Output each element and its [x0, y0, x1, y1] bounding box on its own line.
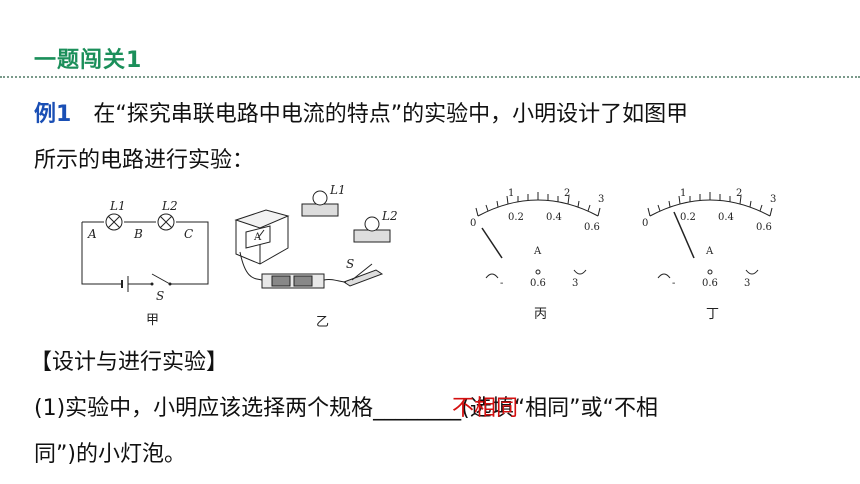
answer-blank: ________ [373, 396, 462, 421]
figure-ding: 0 0.2 0.4 0.6 1 2 3 A - 0.6 3 丁 [636, 186, 786, 332]
switch-base [342, 269, 384, 287]
figure-caption: 丙 [534, 307, 547, 322]
ammeter-needle [481, 227, 503, 259]
svg-text:0.6: 0.6 [584, 222, 600, 233]
point-b-label: B [133, 227, 143, 241]
ammeter-unit: A [253, 232, 262, 243]
header-divider [0, 76, 860, 78]
lamp-2-base [353, 229, 391, 243]
lamp-l1-label: L1 [109, 199, 126, 213]
terminal-3: 3 [572, 278, 578, 289]
answer-text: 不相同 [452, 396, 519, 421]
point-c-label: C [184, 227, 193, 241]
part-1-prefix: (1)实验中，小明应该选择两个规格 [34, 396, 374, 421]
figure-yi: A L1 L2 S 乙 [226, 182, 412, 332]
svg-text:0.2: 0.2 [508, 212, 524, 223]
figure-bing: 0 0.2 0.4 0.6 1 2 3 A - 0.6 3 丙 [464, 186, 614, 332]
svg-text:0: 0 [642, 218, 648, 229]
svg-text:1: 1 [680, 188, 686, 199]
figure-caption: 丁 [706, 307, 719, 322]
lamp-l1-label: L1 [329, 183, 346, 197]
terminal-0-6: 0.6 [702, 278, 718, 289]
svg-text:0.2: 0.2 [680, 212, 696, 223]
question-line-2: 所示的电路进行实验： [34, 148, 255, 173]
terminal-3: 3 [744, 278, 750, 289]
point-a-label: A [87, 227, 97, 241]
ammeter-unit-label: A [705, 246, 714, 257]
switch-label: S [346, 257, 354, 271]
switch-label: S [156, 289, 164, 303]
battery-holder [261, 273, 325, 289]
terminal-negative: - [672, 278, 675, 289]
lamp-l2-label: L2 [161, 199, 178, 213]
header-title: 一题闯关1 [34, 48, 143, 73]
svg-text:0: 0 [470, 218, 476, 229]
ammeter-unit-label: A [533, 246, 542, 257]
figure-caption: 甲 [146, 313, 159, 328]
svg-text:3: 3 [770, 194, 776, 205]
part-1-suffix: (选填“相同”或“不相 [461, 396, 658, 421]
figure-jia: L1 L2 A B C S 甲 [70, 196, 220, 330]
terminal-0-6: 0.6 [530, 278, 546, 289]
bulb-2 [364, 216, 380, 232]
lamp-1-base [301, 203, 339, 217]
svg-text:0.4: 0.4 [718, 212, 734, 223]
svg-text:2: 2 [564, 188, 570, 199]
section-title: 【设计与进行实验】 [30, 350, 229, 375]
svg-text:2: 2 [736, 188, 742, 199]
question-text-1: 在“探究串联电路中电流的特点”的实验中，小明设计了如图甲 [93, 102, 689, 127]
svg-text:0.4: 0.4 [546, 212, 562, 223]
example-label: 例1 [34, 102, 72, 127]
ammeter-body [234, 209, 290, 229]
lamp-l2-label: L2 [381, 209, 398, 223]
ammeter-needle [673, 211, 695, 259]
figure-caption: 乙 [316, 315, 329, 330]
part-1-line-2: 同”)的小灯泡。 [34, 442, 186, 467]
question-line-1: 例1 在“探究串联电路中电流的特点”的实验中，小明设计了如图甲 [34, 100, 688, 130]
bulb-1 [312, 190, 328, 206]
terminal-negative: - [500, 278, 503, 289]
part-1-line-1: (1)实验中，小明应该选择两个规格________(选填“相同”或“不相 [34, 394, 658, 424]
svg-text:3: 3 [598, 194, 604, 205]
svg-text:0.6: 0.6 [756, 222, 772, 233]
svg-text:1: 1 [508, 188, 514, 199]
